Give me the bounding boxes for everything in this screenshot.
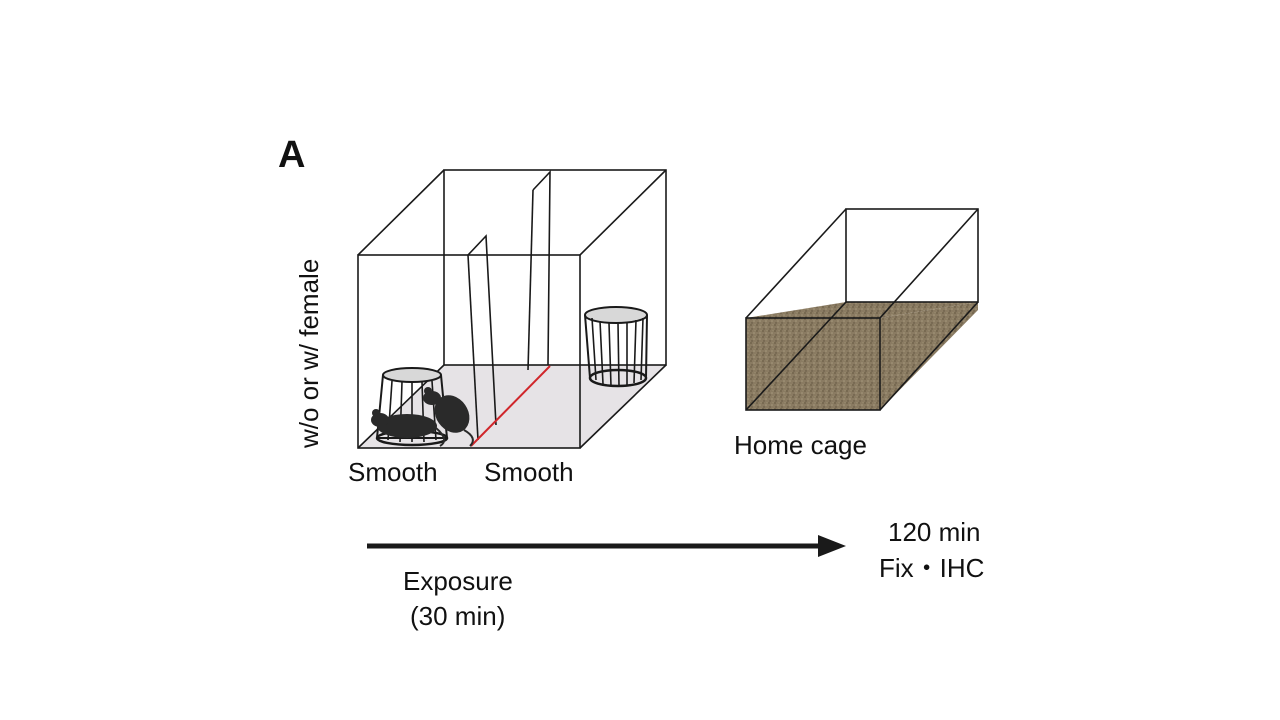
home-cage-label: Home cage bbox=[734, 430, 867, 460]
exposure-label: Exposure bbox=[403, 566, 513, 596]
panel-label: A bbox=[278, 134, 305, 176]
two-chamber-arena: Smooth Smooth bbox=[348, 169, 667, 487]
wire-cup-right bbox=[584, 306, 648, 388]
timeline: Exposure (30 min) 120 min Fix・IHC bbox=[367, 517, 984, 631]
partition bbox=[467, 169, 551, 441]
arrow-head-icon bbox=[818, 535, 846, 557]
arena-back-face bbox=[443, 169, 667, 366]
exposure-duration: (30 min) bbox=[410, 601, 505, 631]
home-cage-bedding-front bbox=[746, 318, 880, 410]
end-action-label: Fix・IHC bbox=[879, 553, 984, 583]
home-cage-bedding-top bbox=[746, 302, 978, 318]
home-cage: Home cage bbox=[734, 208, 979, 460]
end-time-label: 120 min bbox=[888, 517, 981, 547]
left-floor-label: Smooth bbox=[348, 457, 438, 487]
mouse-outside-cup bbox=[423, 387, 474, 447]
right-floor-label: Smooth bbox=[484, 457, 574, 487]
floor-divider bbox=[470, 365, 551, 447]
condition-label: w/o or w/ female bbox=[294, 259, 324, 449]
mouse-inside-cup bbox=[371, 409, 446, 447]
